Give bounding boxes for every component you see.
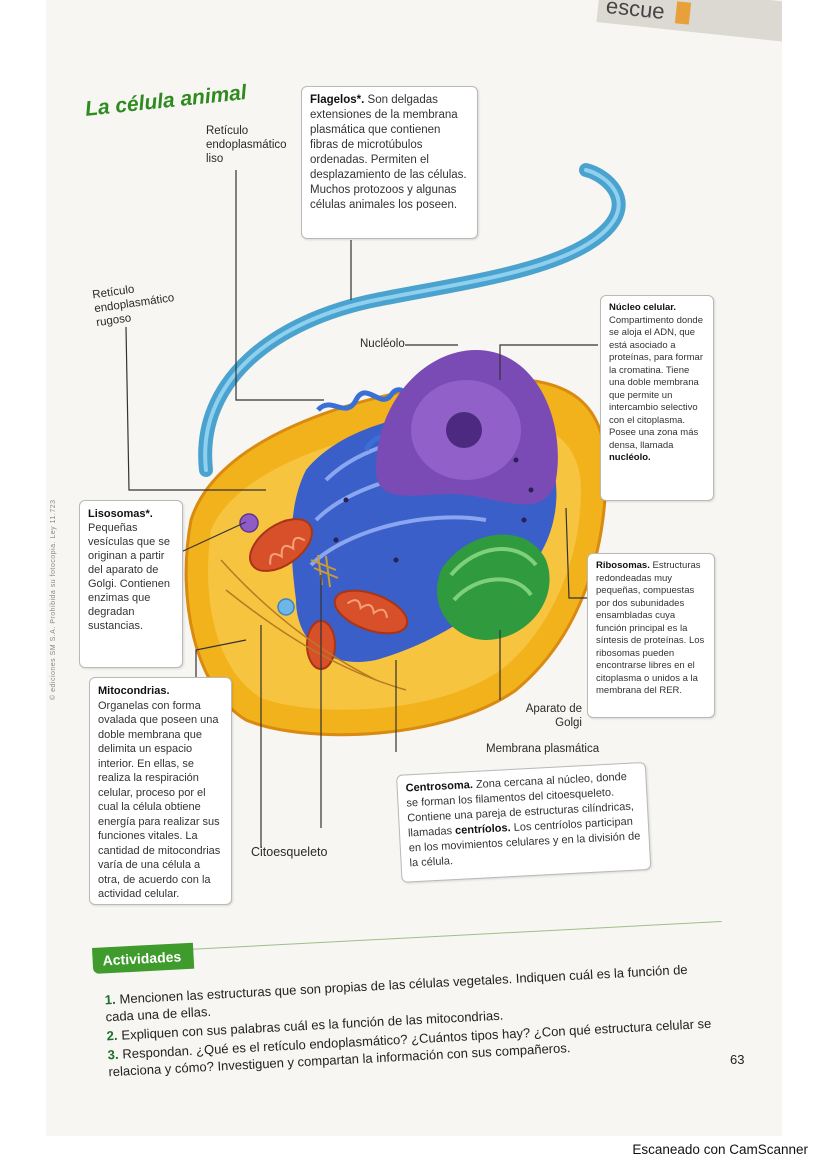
cell-illustration [125, 163, 626, 848]
box-nucleo-end: nucléolo. [609, 452, 651, 463]
nucleolus-shape [446, 412, 482, 448]
mitochondrion-1 [249, 518, 313, 572]
activities-tab: Actividades [92, 942, 194, 974]
scanner-watermark: Escaneado con CamScanner [632, 1142, 808, 1157]
activity-number-1: 1. [104, 991, 116, 1008]
box-flagelos-term: Flagelos*. [310, 94, 365, 106]
er-fold-3 [309, 515, 487, 567]
box-lisosomas: Lisosomas*. Pequeñas vesículas que se or… [79, 500, 183, 668]
box-centrosoma: Centrosoma. Zona cercana al núcleo, dond… [396, 761, 652, 883]
box-centrosoma-mid: centríolos. [454, 822, 511, 837]
activity-number-2: 2. [106, 1027, 118, 1044]
box-centrosoma-end: Los centríolos participan en los movimie… [408, 815, 641, 870]
label-membrana: Membrana plasmática [486, 743, 600, 755]
box-nucleo: Núcleo celular. Compartimento donde se a… [600, 295, 714, 501]
box-mitocondrias: Mitocondrias. Organelas con forma ovalad… [89, 677, 232, 905]
box-lisosomas-text: Pequeñas vesículas que se originan a par… [88, 522, 170, 632]
golgi-fold-2 [452, 577, 533, 602]
box-mitocondrias-text: Organelas con forma ovalada que poseen u… [98, 699, 221, 901]
box-ribosomas-text: Estructuras redondeadas muy pequeñas, co… [596, 560, 705, 696]
box-flagelos-text: Son delgadas extensiones de la membrana … [310, 94, 467, 211]
mitochondrion-1-cristae [269, 536, 306, 565]
cytoskeleton-line-2 [225, 589, 407, 691]
label-nucleolo: Nucléolo [360, 338, 405, 350]
golgi-fold-1 [449, 547, 538, 577]
box-flagelos: Flagelos*. Son delgadas extensiones de l… [301, 86, 478, 239]
box-nucleo-term: Núcleo celular. [609, 302, 677, 313]
lysosome-shape [239, 513, 259, 533]
box-lisosomas-term: Lisosomas*. [88, 508, 153, 520]
box-ribosomas-term: Ribosomas. [596, 560, 650, 571]
textbook-page: escue La célula animal © ediciones SM S.… [46, 0, 782, 1136]
box-mitocondrias-term: Mitocondrias. [98, 685, 170, 697]
page-number: 63 [730, 1052, 745, 1067]
activity-number-3: 3. [107, 1046, 119, 1063]
vesicle-shape [277, 598, 295, 616]
box-nucleo-text: Compartimento donde se aloja el ADN, que… [609, 314, 703, 451]
label-rel: Retículo endoplasmático liso [206, 125, 287, 165]
box-centrosoma-term: Centrosoma. [405, 778, 474, 795]
mitochondrion-2-cristae [346, 599, 388, 618]
label-golgi: Aparato de Golgi [525, 703, 582, 729]
label-citoesqueleto: Citoesqueleto [251, 845, 328, 859]
cytoskeleton-line-1 [220, 559, 377, 681]
ribosome-dots [333, 457, 534, 563]
box-ribosomas: Ribosomas. Estructuras redondeadas muy p… [587, 553, 715, 718]
